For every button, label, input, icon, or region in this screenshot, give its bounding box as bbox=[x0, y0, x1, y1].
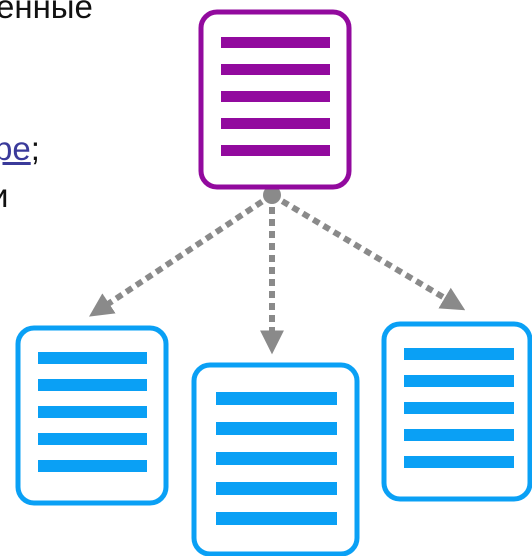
arrow-right bbox=[270, 192, 466, 311]
child-document-center bbox=[191, 362, 360, 556]
text-fragment-3: и bbox=[0, 179, 8, 212]
parent-document bbox=[198, 9, 352, 190]
text-fragment-2: pe; bbox=[0, 132, 40, 165]
document-icon bbox=[216, 392, 337, 525]
arrow-left bbox=[89, 192, 274, 317]
child-document-right bbox=[381, 321, 532, 502]
document-icon bbox=[38, 352, 147, 472]
document-icon bbox=[221, 37, 330, 156]
connector-arrows bbox=[89, 186, 466, 355]
text-link-fragment[interactable]: pe bbox=[0, 130, 31, 167]
child-document-left bbox=[15, 325, 169, 506]
text-punctuation: ; bbox=[30, 130, 40, 167]
document-icon bbox=[404, 348, 514, 468]
text-fragment-1: енные bbox=[0, 0, 93, 25]
arrow-origin-dot bbox=[263, 186, 281, 204]
